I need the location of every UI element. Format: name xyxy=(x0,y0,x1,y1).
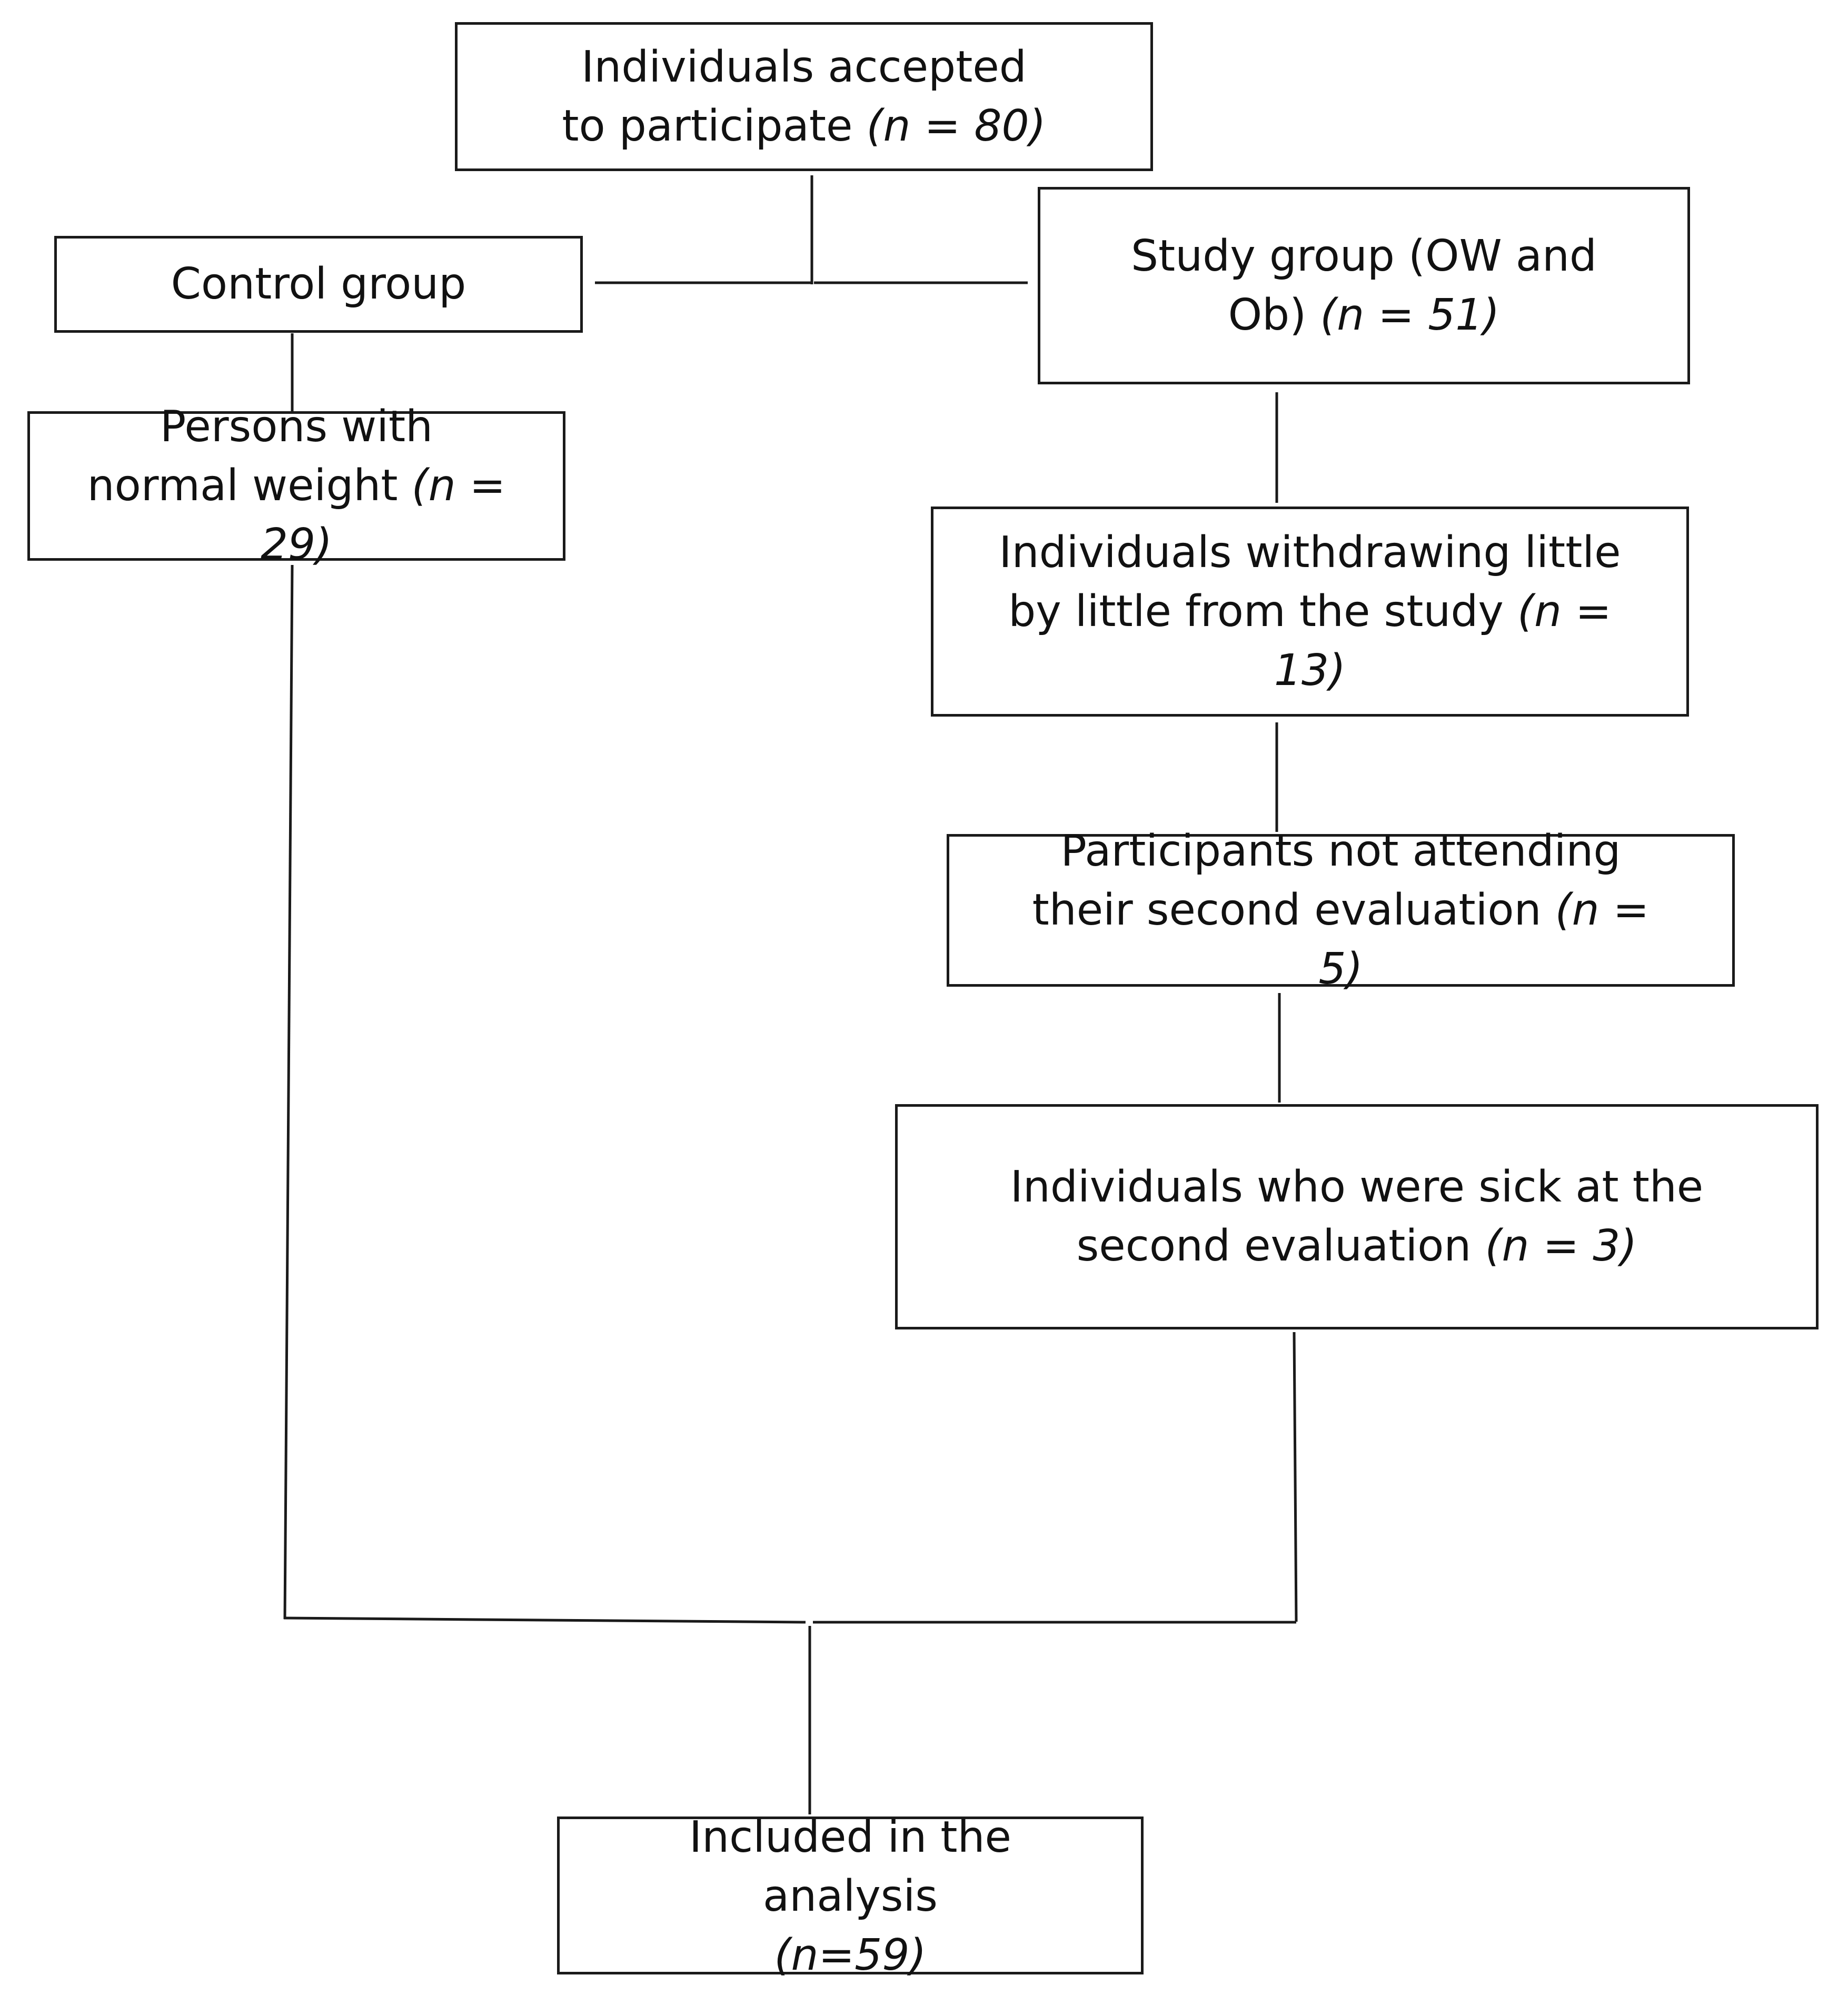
withdraw-count: (n = 13) xyxy=(1274,586,1612,696)
accepted-count: (n = 80) xyxy=(866,101,1046,151)
normal-count: (n = 29) xyxy=(260,461,506,570)
notattend-count: (n = 5) xyxy=(1318,885,1650,994)
sick-count: (n = 3) xyxy=(1485,1221,1637,1271)
notattend-label: Participants not attending their second … xyxy=(1032,826,1621,935)
box-not-attending: Participants not attending their second … xyxy=(947,826,1735,994)
box-accepted-participants: Individuals accepted to participate (n =… xyxy=(455,22,1153,171)
withdraw-label: Individuals withdrawing little by little… xyxy=(999,527,1621,637)
box-withdrawing: Individuals withdrawing little by little… xyxy=(931,507,1689,717)
box-included-analysis: Included in the analysis (n=59) xyxy=(557,1812,1144,1980)
sick-label: Individuals who were sick at the second … xyxy=(1010,1162,1704,1271)
study-count: (n = 51) xyxy=(1320,290,1500,340)
box-study-group: Study group (OW and Ob) (n = 51) xyxy=(1038,187,1690,384)
control-label: Control group xyxy=(171,259,466,309)
box-control-group: Control group xyxy=(54,236,583,333)
study-label: Study group (OW and Ob) xyxy=(1131,231,1597,340)
box-normal-weight: Persons with normal weight (n = 29) xyxy=(27,402,565,570)
accepted-label: Individuals accepted to participate xyxy=(562,42,1027,151)
normal-label: Persons with normal weight xyxy=(87,402,433,511)
connector-normal-down xyxy=(283,564,294,1620)
included-count: (n=59) xyxy=(774,1930,927,1980)
box-sick: Individuals who were sick at the second … xyxy=(895,1104,1819,1329)
connector-merge-left xyxy=(283,1616,806,1624)
included-label: Included in the analysis xyxy=(689,1812,1011,1921)
connector-sick-down xyxy=(1293,1332,1298,1622)
